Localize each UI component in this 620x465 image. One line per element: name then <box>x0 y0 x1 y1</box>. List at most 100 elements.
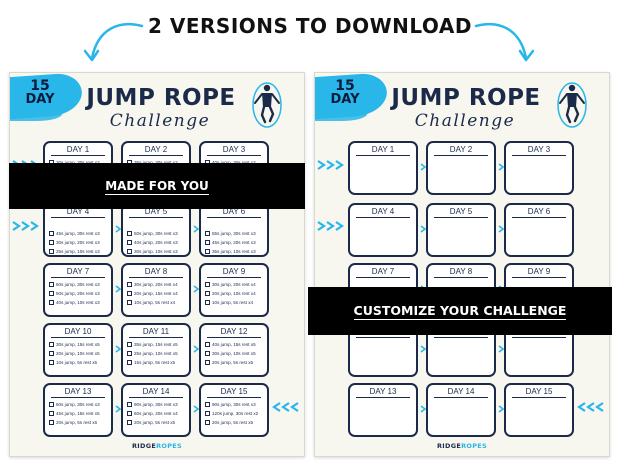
brand-logo: RIDGEROPES <box>315 442 609 450</box>
divider <box>512 337 566 338</box>
task-row: 30s jump, 20s rest x4 <box>123 280 189 289</box>
task-row: 20s jump, 15s rest x4 <box>123 289 189 298</box>
divider <box>434 277 488 278</box>
day-card: DAY 15 <box>504 383 574 437</box>
task-checkbox[interactable] <box>49 249 54 254</box>
task-checkbox[interactable] <box>127 351 132 356</box>
logo-ropes: ROPES <box>461 442 488 450</box>
task-text: 30s jump, 15s rest x5 <box>56 342 100 347</box>
task-checkbox[interactable] <box>127 291 132 296</box>
task-row: 40s jump, 20s rest x3 <box>123 238 189 247</box>
task-checkbox[interactable] <box>49 351 54 356</box>
task-text: 50s jump, 20s rest x3 <box>56 291 100 296</box>
day-label: DAY 2 <box>144 145 168 154</box>
day-label: DAY 1 <box>371 145 395 154</box>
task-checkbox[interactable] <box>205 420 210 425</box>
day-label: DAY 3 <box>527 145 551 154</box>
task-checkbox[interactable] <box>205 342 210 347</box>
task-checkbox[interactable] <box>49 402 54 407</box>
day-label: DAY 8 <box>144 267 168 276</box>
task-text: 60s jump, 20s rest x4 <box>134 411 178 416</box>
task-checkbox[interactable] <box>205 240 210 245</box>
task-checkbox[interactable] <box>205 300 210 305</box>
task-checkbox[interactable] <box>205 402 210 407</box>
badge-word: DAY <box>25 92 55 107</box>
day-card: DAY 2 <box>426 141 496 195</box>
chevron-right-icon <box>115 405 121 413</box>
logo-ridge: RIDGE <box>436 442 462 450</box>
curved-arrow-left-icon <box>83 22 144 62</box>
task-checkbox[interactable] <box>205 282 210 287</box>
chevron-right-icon <box>498 163 504 171</box>
task-text: 30s jump, 10s rest x3 <box>134 249 178 254</box>
divider <box>129 155 183 156</box>
sheet-title: JUMP ROPE <box>391 85 541 111</box>
task-checkbox[interactable] <box>205 360 210 365</box>
task-row: 30s jump, 10s rest x5 <box>201 349 267 358</box>
task-checkbox[interactable] <box>127 282 132 287</box>
task-checkbox[interactable] <box>49 240 54 245</box>
task-checkbox[interactable] <box>127 249 132 254</box>
task-checkbox[interactable] <box>49 282 54 287</box>
day-label: DAY 10 <box>64 327 92 336</box>
task-checkbox[interactable] <box>127 300 132 305</box>
day-count-badge: 15 DAY <box>14 79 66 106</box>
divider <box>207 277 261 278</box>
task-checkbox[interactable] <box>127 411 132 416</box>
day-label: DAY 3 <box>222 145 246 154</box>
task-text: 120s jump, 30s rest x2 <box>212 411 259 416</box>
page-headline: 2 VERSIONS TO DOWNLOAD <box>148 14 472 38</box>
divider <box>129 337 183 338</box>
task-text: 20s jump, 10s rest x4 <box>212 291 256 296</box>
task-text: 20s jump, 15s rest x4 <box>134 291 178 296</box>
task-checkbox[interactable] <box>127 342 132 347</box>
divider <box>356 337 410 338</box>
task-checkbox[interactable] <box>127 402 132 407</box>
task-checkbox[interactable] <box>49 420 54 425</box>
task-text: 20s jump, 10s rest x5 <box>56 351 100 356</box>
task-text: 30s jump, 20s rest x4 <box>134 282 178 287</box>
task-text: 45s jump, 30s rest x3 <box>56 231 100 236</box>
day-card: DAY 5 <box>426 203 496 257</box>
task-text: 10s jump, 5s rest x4 <box>212 300 254 305</box>
task-checkbox[interactable] <box>205 249 210 254</box>
task-checkbox[interactable] <box>127 360 132 365</box>
task-row: 45s jump, 15s rest x5 <box>45 409 111 418</box>
chevron-right-icon <box>498 345 504 353</box>
divider <box>434 217 488 218</box>
task-checkbox[interactable] <box>205 351 210 356</box>
day-label: DAY 12 <box>220 327 248 336</box>
task-checkbox[interactable] <box>127 420 132 425</box>
task-text: 30s jump, 10s rest x5 <box>212 351 256 356</box>
task-checkbox[interactable] <box>49 300 54 305</box>
task-text: 40s jump, 30s rest x2 <box>212 160 256 165</box>
day-count-badge: 15 DAY <box>319 79 371 106</box>
divider <box>51 155 105 156</box>
task-row: 40s jump, 15s rest x5 <box>201 340 267 349</box>
task-row: 10s jump, 5s rest x5 <box>45 358 111 367</box>
task-checkbox[interactable] <box>49 342 54 347</box>
task-row: 55s jump, 30s rest x3 <box>201 229 267 238</box>
task-text: 20s jump, 5s rest x5 <box>212 360 254 365</box>
sheet-subtitle: Challenge <box>414 111 516 131</box>
task-checkbox[interactable] <box>205 291 210 296</box>
task-row: 10s jump, 5s rest x4 <box>201 298 267 307</box>
task-checkbox[interactable] <box>49 411 54 416</box>
day-card: DAY 1 <box>348 141 418 195</box>
task-row: 35s jump, 10s rest x3 <box>201 247 267 256</box>
task-row: 120s jump, 30s rest x2 <box>201 409 267 418</box>
divider <box>356 277 410 278</box>
day-card: DAY 13 <box>348 383 418 437</box>
task-checkbox[interactable] <box>127 231 132 236</box>
task-row: 30s jump, 20s rest x3 <box>45 238 111 247</box>
task-checkbox[interactable] <box>205 231 210 236</box>
task-checkbox[interactable] <box>205 411 210 416</box>
task-text: 60s jump, 30s rest x3 <box>56 402 100 407</box>
banner-text: CUSTOMIZE YOUR CHALLENGE <box>353 303 567 320</box>
task-checkbox[interactable] <box>49 291 54 296</box>
task-checkbox[interactable] <box>49 360 54 365</box>
task-checkbox[interactable] <box>127 240 132 245</box>
chevron-right-icon <box>420 225 426 233</box>
task-row: 20s jump, 10s rest x5 <box>45 349 111 358</box>
task-checkbox[interactable] <box>49 231 54 236</box>
